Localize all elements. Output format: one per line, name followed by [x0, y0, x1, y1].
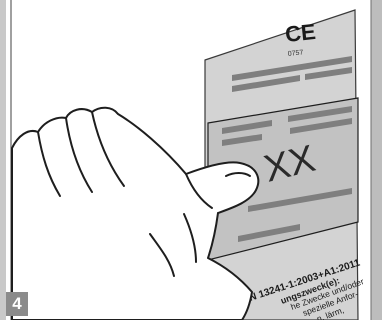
- ce-mark: CE: [284, 19, 317, 47]
- left-margin-bar: [0, 0, 6, 320]
- device-edge: [371, 0, 382, 320]
- step-number-badge: 4: [6, 292, 28, 316]
